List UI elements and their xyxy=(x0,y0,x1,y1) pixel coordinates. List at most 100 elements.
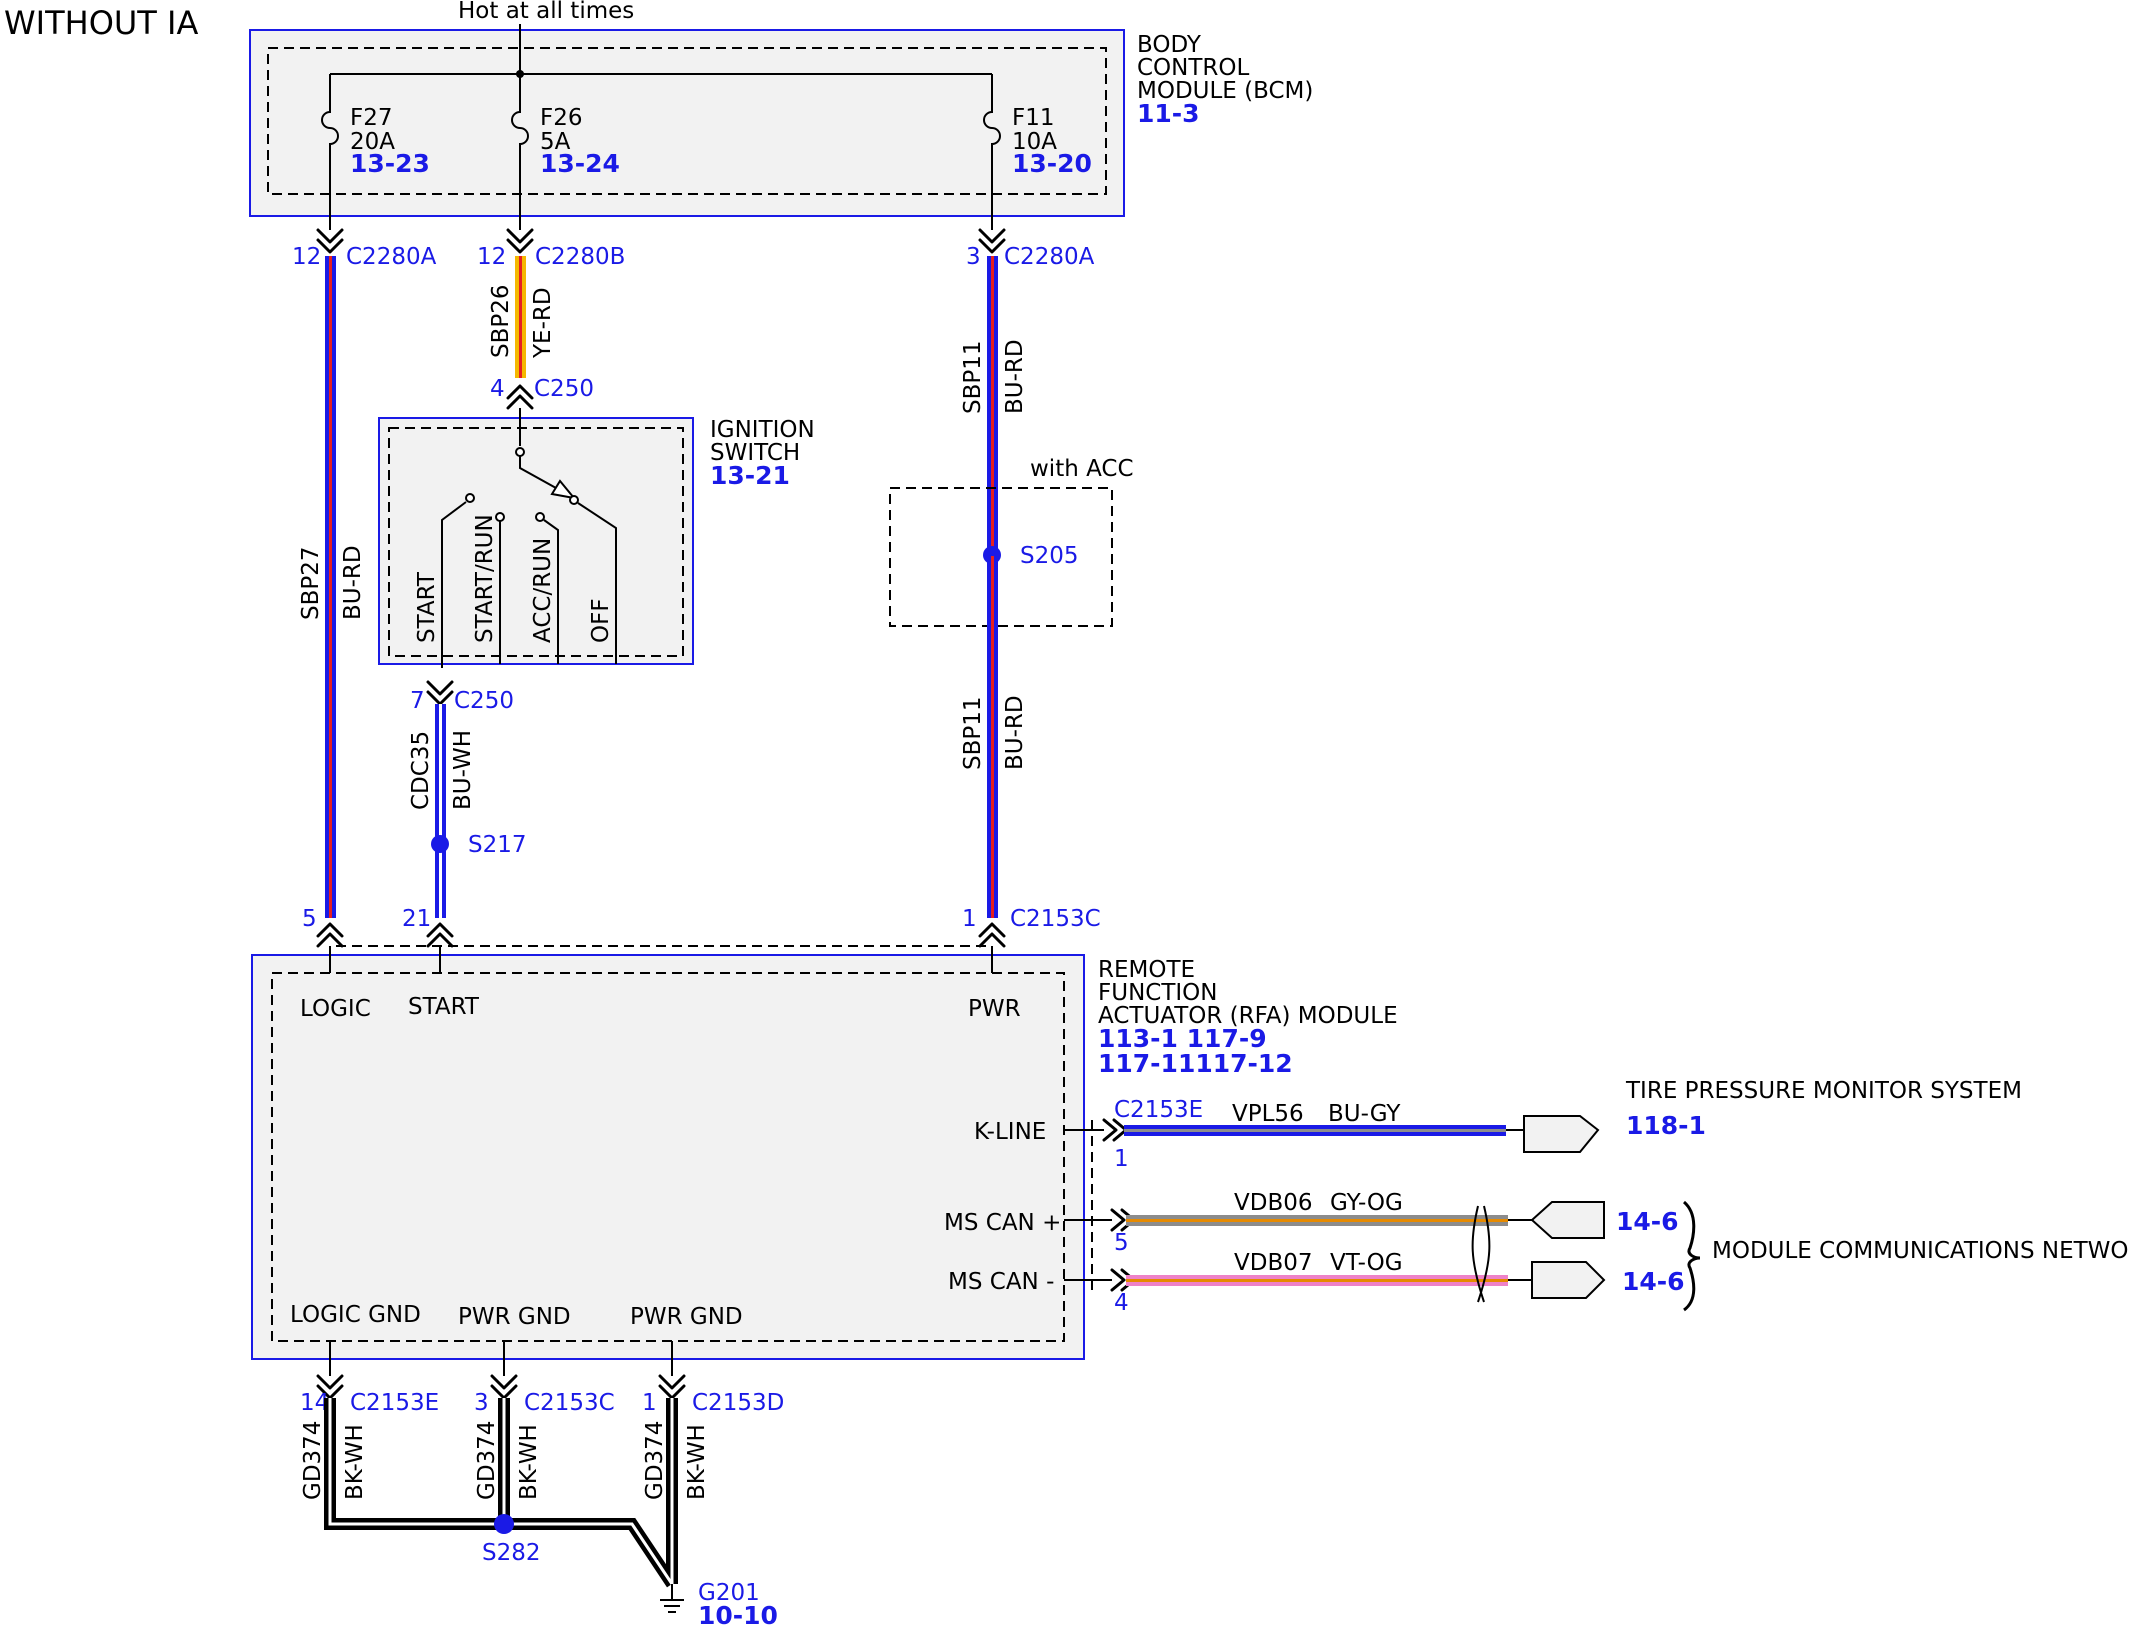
connector-c2280a-12-symbol xyxy=(316,228,344,254)
connector-c9-pin: 1 xyxy=(1114,1146,1129,1172)
wire-cdc35-color: BU-WH xyxy=(450,730,476,810)
wire-gd374-2-circuit: GD374 xyxy=(474,1421,500,1500)
wire-vpl56-color: BU-GY xyxy=(1328,1101,1401,1127)
tpms-connector-symbol xyxy=(1523,1115,1600,1153)
bcm-ref: 11-3 xyxy=(1137,99,1200,128)
splice-s217-label: S217 xyxy=(468,832,527,858)
network-brace xyxy=(1682,1200,1701,1312)
connector-c1-pin: 12 xyxy=(292,244,321,270)
rfa-pin-pwr-gnd-1: PWR GND xyxy=(458,1304,571,1330)
ground-id: G201 xyxy=(698,1580,760,1606)
wire-vpl56-stripe xyxy=(1124,1129,1506,1132)
wire-sbp11-upper-stripe xyxy=(991,256,994,556)
wire-vdb07 xyxy=(1126,1275,1508,1286)
ignition-contact-acc-run xyxy=(535,512,545,522)
connector-c5-name: C250 xyxy=(454,688,514,714)
connector-rfa-start-symbol xyxy=(426,922,454,948)
splice-s217 xyxy=(431,835,449,853)
ignition-wiper-arrow xyxy=(550,479,577,500)
rfa-right-leads xyxy=(1064,1129,1112,1281)
ignition-switch-name-line-2: SWITCH xyxy=(710,440,800,466)
ignition-switch-contacts xyxy=(441,408,617,668)
ignition-contact-off xyxy=(569,495,579,505)
network-ref-minus: 14-6 xyxy=(1622,1267,1685,1296)
fuse-f26: F26 5A 13-24 xyxy=(511,74,620,230)
wire-vdb06-color: GY-OG xyxy=(1330,1190,1403,1216)
connector-c2280b-12-symbol xyxy=(506,228,534,254)
ms-can-minus-connector-symbol xyxy=(1531,1261,1606,1299)
rfa-pin-ms-can-minus: MS CAN - xyxy=(948,1269,1054,1295)
fuse-f26-ref: 13-24 xyxy=(540,149,620,178)
fuse-f11-ref: 13-20 xyxy=(1012,149,1092,178)
connector-c4-pin: 4 xyxy=(490,376,505,402)
wire-gd374-1-color: BK-WH xyxy=(342,1424,368,1500)
rfa-pin-logic: LOGIC xyxy=(300,996,371,1022)
splice-s282 xyxy=(494,1514,514,1534)
rfa-pin-pwr: PWR xyxy=(968,996,1021,1022)
wire-sbp11-lower xyxy=(987,556,998,918)
connector-c250-7-symbol xyxy=(426,680,454,706)
wire-gd374-3-circuit: GD374 xyxy=(642,1421,668,1500)
wire-cdc35-stripe xyxy=(439,704,442,918)
connector-c2153e-1-symbol xyxy=(1102,1118,1128,1142)
ignition-pivot xyxy=(515,447,525,457)
rfa-name-line-3: ACTUATOR (RFA) MODULE xyxy=(1098,1003,1398,1029)
fuse-f11-symbol xyxy=(983,74,1001,230)
rfa-ref-line-1: 113-1 117-9 xyxy=(1098,1024,1267,1053)
rfa-name-line-1: REMOTE xyxy=(1098,957,1195,983)
connector-c10-pin: 5 xyxy=(1114,1230,1129,1256)
ignition-lead-off xyxy=(577,502,617,664)
connector-rfa-logic-symbol xyxy=(316,922,344,948)
ignition-position-start: START xyxy=(414,571,440,643)
fuse-f11-rating: 10A xyxy=(1012,129,1057,155)
ignition-position-acc-run: ACC/RUN xyxy=(530,538,556,643)
rfa-internal-leads xyxy=(329,946,993,973)
rfa-pin-ms-can-plus: MS CAN + xyxy=(944,1210,1061,1236)
hot-feed-wire xyxy=(330,24,992,75)
wire-sbp11-upper xyxy=(987,256,998,556)
connector-c5-pin: 7 xyxy=(410,688,425,714)
connector-c4-name: C250 xyxy=(534,376,594,402)
fuse-f27-id: F27 xyxy=(350,105,393,131)
twisted-pair-symbol xyxy=(1471,1205,1491,1303)
ground-ref: 10-10 xyxy=(698,1601,778,1627)
wire-vdb07-color: VT-OG xyxy=(1330,1250,1403,1276)
wire-gd374-tracer xyxy=(328,1398,674,1585)
wire-cdc35 xyxy=(435,704,446,918)
ignition-position-off: OFF xyxy=(588,598,614,643)
wire-gd374-3-color: BK-WH xyxy=(684,1424,710,1500)
rfa-pin-k-line: K-LINE xyxy=(974,1119,1046,1145)
connector-c2-name: C2280B xyxy=(535,244,625,270)
ignition-position-start-run: START/RUN xyxy=(472,514,498,643)
wire-sbp27-stripe xyxy=(329,256,332,918)
wire-sbp27-circuit: SBP27 xyxy=(298,546,324,620)
ms-can-plus-connector-symbol xyxy=(1530,1201,1605,1239)
connector-c8-name: C2153C xyxy=(1010,906,1101,932)
fuse-f27-ref: 13-23 xyxy=(350,149,430,178)
bcm-module xyxy=(249,29,1125,217)
wire-sbp26-circuit: SBP26 xyxy=(488,284,514,358)
wire-gd374-1-circuit: GD374 xyxy=(300,1421,326,1500)
fuse-f11: F11 10A 13-20 xyxy=(983,74,1092,230)
splice-s205-label: S205 xyxy=(1020,543,1079,569)
connector-c9-name: C2153E xyxy=(1114,1097,1203,1123)
fuse-f27: F27 20A 13-23 xyxy=(321,74,430,230)
wire-cdc35-circuit: CDC35 xyxy=(408,731,434,810)
fuse-f27-rating: 20A xyxy=(350,129,395,155)
connector-rfa-pwr-symbol xyxy=(978,922,1006,948)
fuse-f26-symbol xyxy=(511,74,529,230)
connector-c14-pin: 1 xyxy=(642,1390,657,1416)
wire-vdb06 xyxy=(1126,1215,1508,1226)
wire-sbp11-lower-color: BU-RD xyxy=(1002,695,1028,770)
acc-option-label: with ACC xyxy=(1030,456,1134,482)
connector-c11-pin: 4 xyxy=(1114,1290,1129,1316)
wire-sbp26-color: YE-RD xyxy=(530,287,556,359)
rfa-ref-line-2: 117-11117-12 xyxy=(1098,1049,1293,1078)
connector-c2153d-1-symbol xyxy=(658,1374,686,1400)
wire-vdb07-circuit: VDB07 xyxy=(1234,1250,1313,1276)
bcm-internal-boundary xyxy=(267,47,1107,195)
wire-vdb06-stripe xyxy=(1126,1219,1508,1222)
rfa-module xyxy=(251,954,1085,1360)
acc-option-boundary xyxy=(889,487,1113,627)
